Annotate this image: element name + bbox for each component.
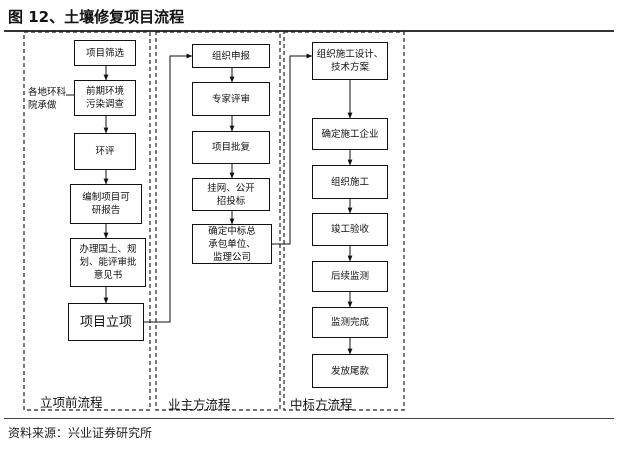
step-project-approval: 项目批复	[192, 131, 270, 164]
title-divider	[4, 30, 614, 32]
panel-label-owner: 业主方流程	[168, 397, 231, 412]
source-note: 资料来源：兴业证券研究所	[8, 426, 153, 440]
panel-label-pre-initiation: 立项前流程	[40, 395, 103, 410]
step-final-payment: 发放尾款	[312, 354, 388, 388]
step-completion-acceptance: 竣工验收	[312, 213, 388, 246]
panel-frame-bidder	[283, 31, 405, 411]
step-organize-application: 组织申报	[192, 44, 270, 68]
panel-label-bidder: 中标方流程	[290, 397, 353, 412]
step-follow-up-monitoring: 后续监测	[312, 261, 388, 292]
footer-divider	[4, 418, 614, 419]
step-public-bidding: 挂网、公开 招投标	[192, 178, 270, 211]
step-expert-review: 专家评审	[192, 82, 270, 116]
step-monitoring-complete: 监测完成	[312, 307, 388, 338]
step-organize-construction: 组织施工	[312, 165, 388, 199]
step-select-construction-firm: 确定施工企业	[312, 118, 388, 150]
step-construction-design: 组织施工设计、 技术方案	[312, 42, 388, 80]
step-project-screening: 项目筛选	[74, 40, 136, 66]
step-approval-opinions: 办理国土、规 划、能评审批 意见书	[70, 238, 146, 287]
figure-title: 图 12、土壤修复项目流程	[8, 8, 185, 26]
side-note-env-institute: 各地环科 院承做	[28, 87, 67, 111]
panel-frame-pre	[23, 31, 151, 411]
panel-frame-owner	[155, 31, 281, 411]
step-project-initiation: 项目立项	[68, 303, 144, 341]
step-feasibility-report: 编制项目可 研报告	[70, 184, 142, 224]
step-eia: 环评	[74, 133, 136, 170]
step-pollution-survey: 前期环境 污染调查	[74, 80, 136, 116]
step-select-contractor: 确定中标总 承包单位、 监理公司	[192, 224, 272, 264]
